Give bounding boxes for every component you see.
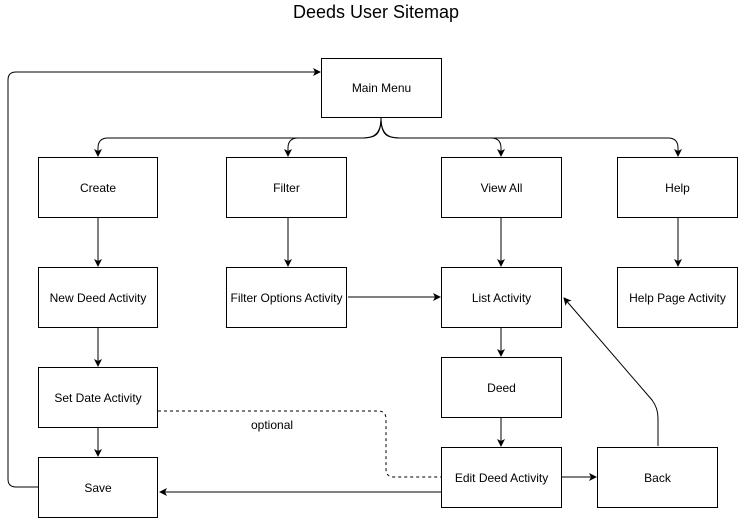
edge-back-list [563, 297, 659, 446]
node-edit-deed-activity: Edit Deed Activity [441, 447, 562, 508]
edge-label-optional: optional [251, 418, 294, 432]
node-help-page-activity: Help Page Activity [617, 267, 738, 328]
node-filter-options-activity: Filter Options Activity [226, 267, 347, 328]
node-deed: Deed [441, 357, 562, 418]
node-save: Save [38, 457, 158, 518]
edge-mainmenu-help [380, 117, 682, 157]
node-back: Back [597, 447, 718, 508]
node-main-menu: Main Menu [321, 58, 442, 118]
page-title: Deeds User Sitemap [292, 2, 460, 22]
edge-mainmenu-create [94, 117, 382, 157]
edge-save-mainmenu [7, 68, 321, 488]
node-filter: Filter [226, 157, 347, 218]
node-list-activity: List Activity [441, 267, 562, 328]
node-set-date-activity: Set Date Activity [38, 367, 158, 428]
node-view-all: View All [441, 157, 562, 218]
node-create: Create [38, 157, 158, 218]
node-new-deed-activity: New Deed Activity [38, 267, 158, 328]
edge-mainmenu-filter [284, 117, 382, 157]
edge-mainmenu-viewall [380, 117, 505, 157]
edge-setdate-edit-optional [158, 410, 441, 478]
node-help: Help [617, 157, 738, 218]
